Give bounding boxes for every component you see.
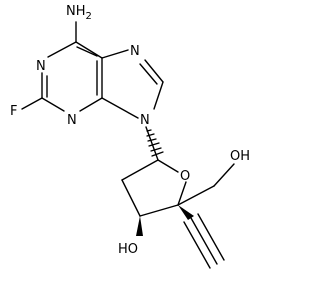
bonds <box>21 21 235 269</box>
atom-n9: N <box>140 113 150 128</box>
molecule-structure: NH2 N N N N F O HO OH <box>10 4 250 269</box>
bond-c5prime-oh <box>213 163 235 187</box>
atom-nh2: NH2 <box>66 4 92 22</box>
bond-n7-c8 <box>144 59 164 83</box>
bond-c2-n3 <box>41 97 65 112</box>
atom-n3: N <box>67 113 77 128</box>
atom-fluorine: F <box>10 104 17 119</box>
atom-n1: N <box>36 59 46 74</box>
bond-c4prime-c5prime <box>177 185 215 206</box>
bond-c3prime-c4prime <box>139 204 179 217</box>
atom-labels: NH2 N N N N F O HO OH <box>10 4 250 257</box>
bond-c8-n9 <box>153 81 164 110</box>
hash-c1prime-n9 <box>146 129 164 157</box>
bond-ethynyl-3 <box>183 221 211 269</box>
atom-ho: HO <box>118 242 138 257</box>
bond-c5-c6 <box>75 41 103 59</box>
stereo-bonds <box>136 129 194 236</box>
bond-c1prime-c2prime <box>121 159 159 181</box>
atom-n7: N <box>130 44 140 59</box>
bond-ethynyl-2 <box>197 213 225 261</box>
wedge-c4prime-ethynyl <box>178 205 194 220</box>
bond-c4prime-o4prime <box>177 181 187 206</box>
wedge-c3prime-oh <box>136 216 143 236</box>
bond-o4prime-c1prime <box>157 159 179 173</box>
bond-n7-c8-inner <box>139 63 158 85</box>
bond-n3-c4 <box>79 97 103 112</box>
bond-c6-n1 <box>47 41 77 58</box>
bond-c2-f <box>21 97 43 110</box>
bond-c2prime-c3prime <box>121 179 141 217</box>
bond-c5-n7 <box>101 49 129 59</box>
bond-ethynyl-1 <box>190 217 218 265</box>
atom-ring-oxygen: O <box>180 169 190 184</box>
bond-c5-c6-inner <box>76 46 98 57</box>
atom-oh: OH <box>230 149 250 164</box>
bond-n9-c4 <box>101 97 139 119</box>
